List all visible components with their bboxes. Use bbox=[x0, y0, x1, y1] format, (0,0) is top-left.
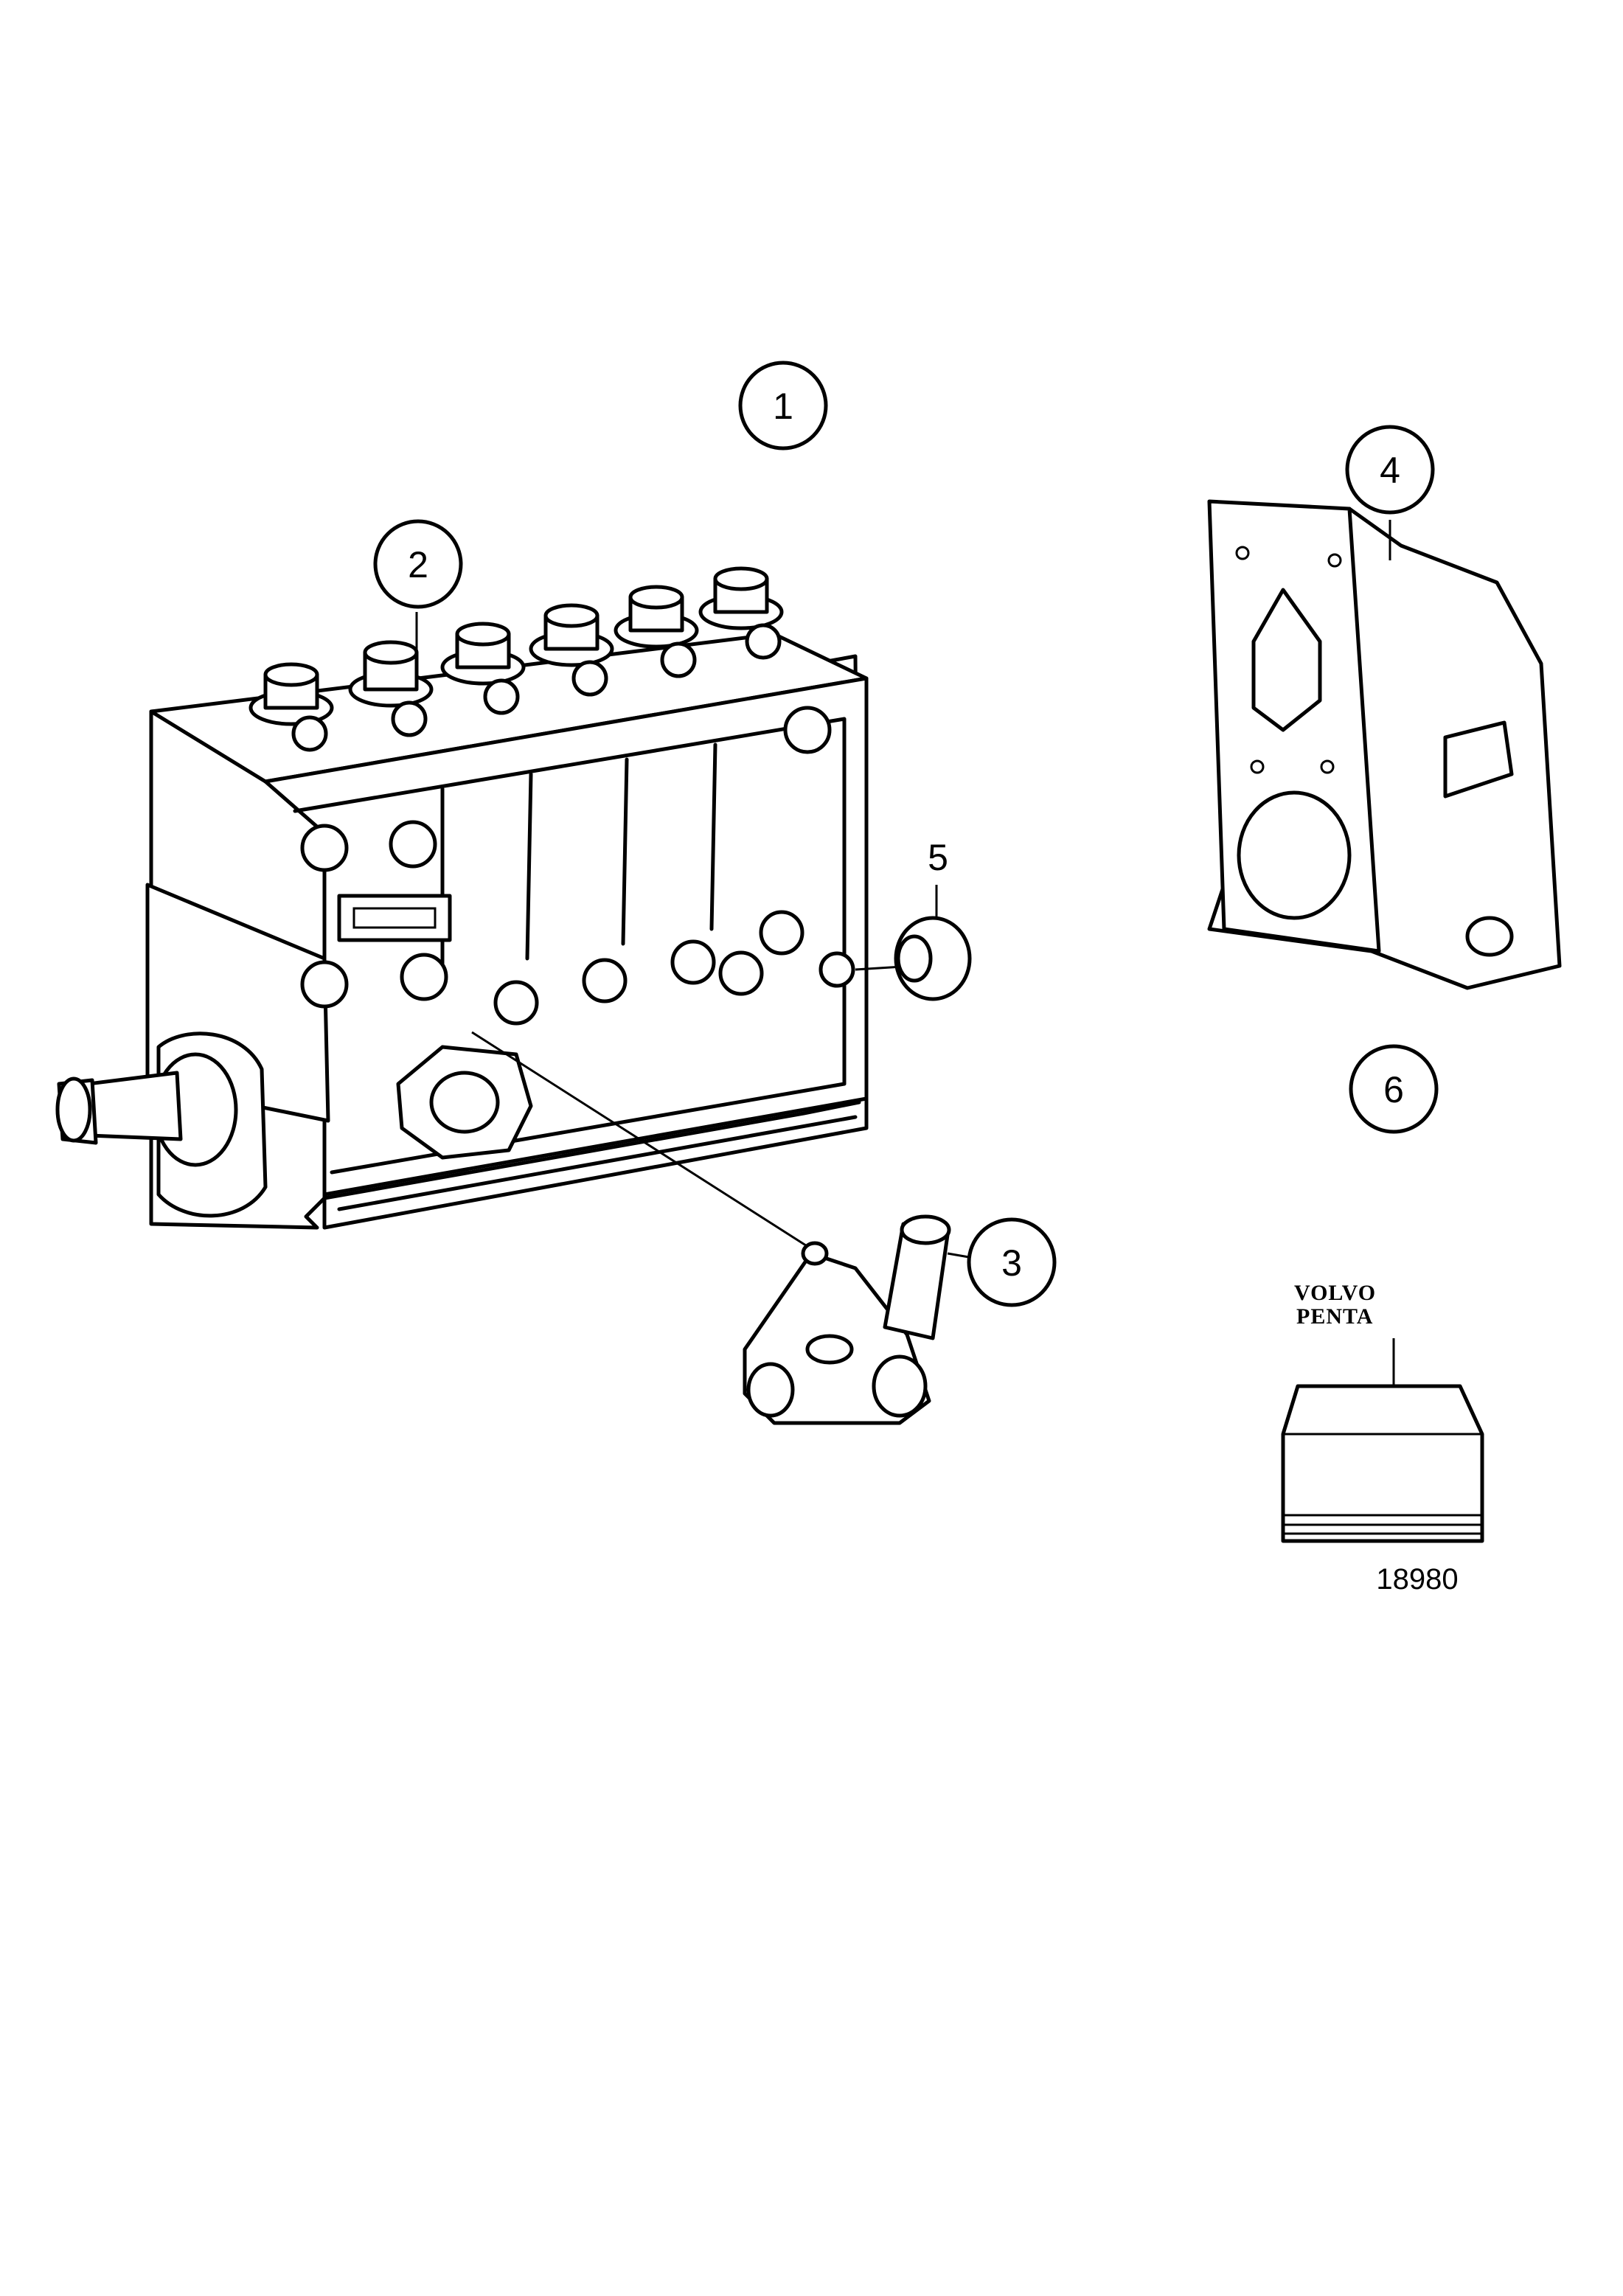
gasket-kit-illustration bbox=[1281, 1338, 1484, 1543]
cover-gasket-illustration bbox=[1207, 499, 1562, 990]
gasket-kit-logo-line2: PENTA bbox=[1296, 1304, 1373, 1329]
callout-1-label: 1 bbox=[773, 386, 793, 427]
callout-2: 2 bbox=[373, 519, 463, 609]
callout-6: 6 bbox=[1349, 1044, 1439, 1134]
callout-2-label: 2 bbox=[408, 544, 428, 585]
sealing-washer-illustration bbox=[894, 916, 972, 1001]
injection-pump-illustration bbox=[55, 566, 869, 1230]
figure-number: 18980 bbox=[1376, 1563, 1458, 1596]
callout-5: 5 bbox=[928, 837, 948, 878]
delivery-valve-holders bbox=[249, 566, 784, 752]
callout-4-label: 4 bbox=[1380, 450, 1400, 491]
callout-4: 4 bbox=[1345, 425, 1435, 515]
callout-6-label: 6 bbox=[1383, 1069, 1404, 1110]
callout-3-label: 3 bbox=[1001, 1242, 1022, 1284]
gasket-kit-logo-line1: VOLVO bbox=[1294, 1281, 1376, 1305]
callout-3: 3 bbox=[967, 1217, 1057, 1307]
feed-pump-illustration bbox=[743, 1214, 951, 1425]
callout-1: 1 bbox=[738, 361, 828, 450]
callout-5-label: 5 bbox=[928, 837, 948, 878]
